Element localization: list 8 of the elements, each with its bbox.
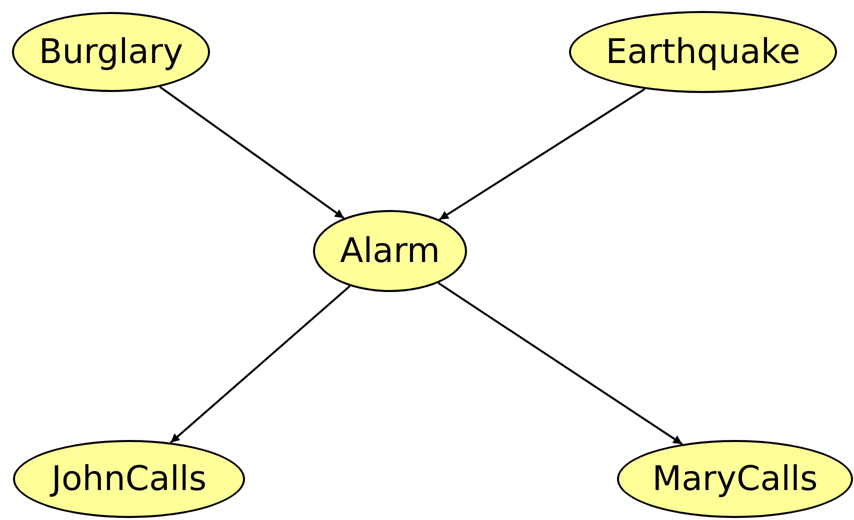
node-label: Burglary: [38, 32, 184, 72]
arrow: [438, 88, 646, 220]
node-label: Earthquake: [606, 32, 800, 72]
node-label: JohnCalls: [51, 459, 207, 499]
node-label: MaryCalls: [652, 459, 818, 499]
arrow: [438, 282, 683, 445]
arrow: [159, 86, 345, 219]
node-label: Alarm: [340, 231, 440, 271]
